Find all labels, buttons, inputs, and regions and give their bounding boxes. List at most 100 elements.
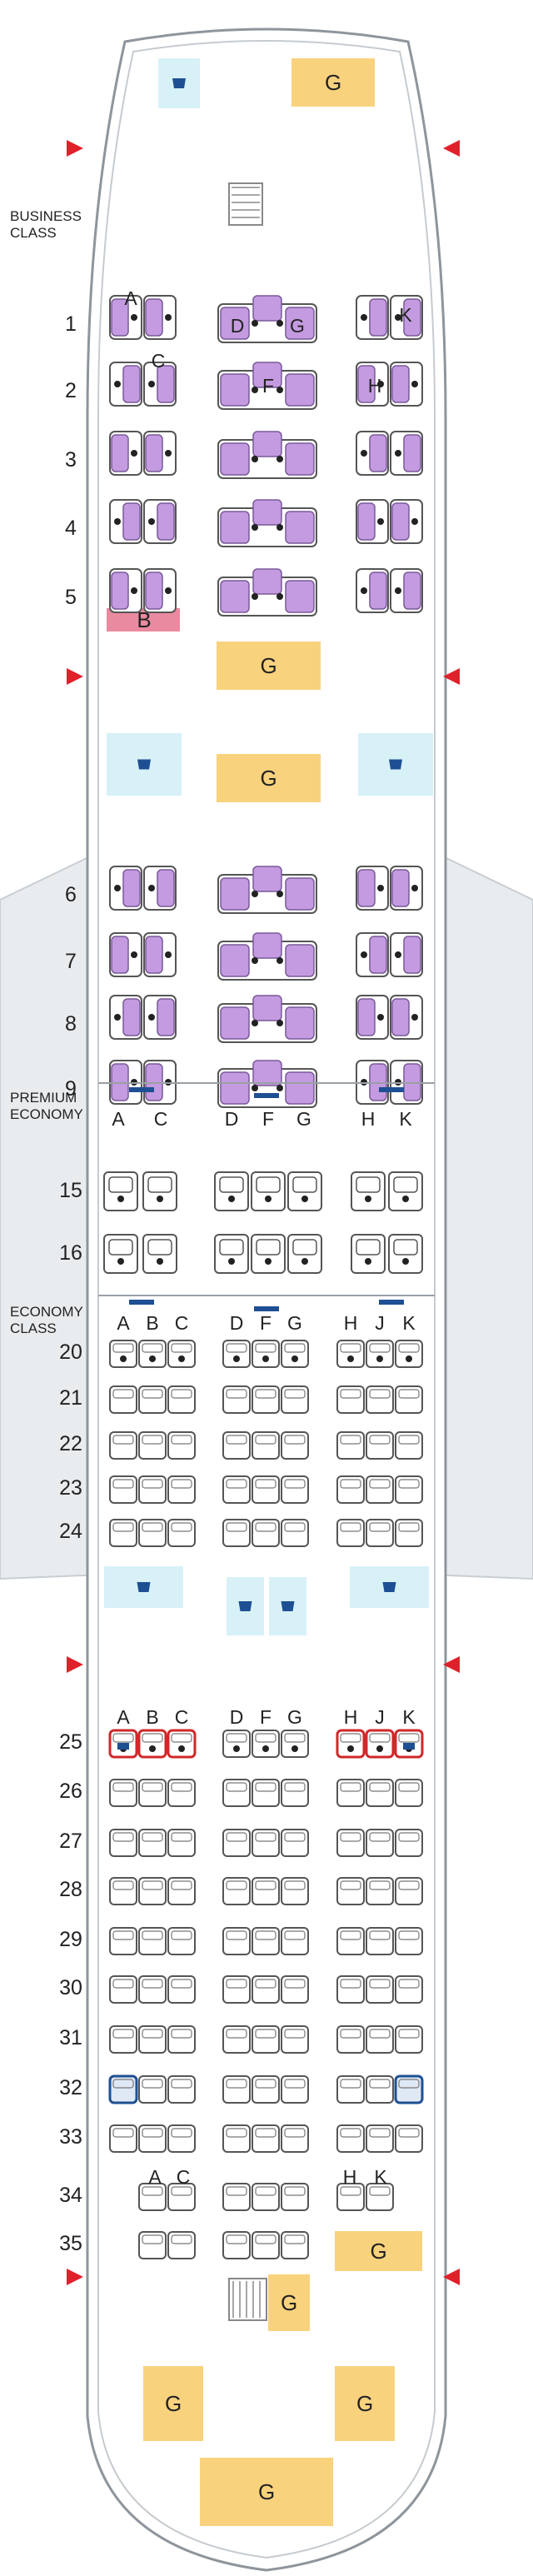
seat-economy-g[interactable] — [281, 1385, 309, 1414]
seat-premium-a[interactable] — [103, 1171, 138, 1211]
seat-economy-k[interactable] — [395, 1975, 423, 2004]
seat-economy-b[interactable] — [138, 2231, 167, 2259]
seat-economy-j[interactable] — [366, 1927, 394, 1955]
seat-economy-c[interactable] — [167, 1385, 196, 1414]
seat-business-right[interactable] — [369, 572, 387, 610]
seat-economy-g[interactable] — [281, 2231, 309, 2259]
seat-business-center-d[interactable] — [220, 877, 250, 911]
seat-economy-c[interactable] — [167, 2025, 196, 2054]
seat-economy-f[interactable] — [252, 1730, 280, 1758]
seat-economy-h[interactable] — [336, 1431, 365, 1460]
seat-economy-f[interactable] — [252, 1829, 280, 1857]
seat-business-center-center[interactable] — [252, 431, 282, 457]
seat-business-left-2[interactable] — [145, 936, 163, 974]
seat-economy-a[interactable] — [109, 2025, 137, 2054]
seat-business-right-2[interactable] — [403, 434, 421, 472]
seat-economy-b[interactable] — [138, 2124, 167, 2153]
seat-economy-f[interactable] — [252, 2124, 280, 2153]
seat-economy-d[interactable] — [222, 1927, 251, 1955]
seat-economy-j[interactable] — [366, 1385, 394, 1414]
seat-economy-k[interactable] — [394, 2074, 424, 2104]
seat-business-left-2[interactable] — [157, 869, 175, 907]
seat-business-left[interactable] — [122, 998, 141, 1036]
seat-economy-g[interactable] — [281, 1877, 309, 1905]
seat-economy-j[interactable] — [366, 1431, 394, 1460]
seat-economy-c[interactable] — [167, 2183, 196, 2211]
seat-premium-h[interactable] — [351, 1171, 386, 1211]
seat-premium-c[interactable] — [142, 1234, 177, 1274]
seat-economy-j[interactable] — [366, 2124, 394, 2153]
seat-premium-k[interactable] — [388, 1171, 423, 1211]
seat-economy-f[interactable] — [252, 1340, 280, 1368]
seat-economy-a[interactable] — [109, 1385, 137, 1414]
seat-business-center-d[interactable] — [220, 307, 250, 340]
seat-economy-a[interactable] — [109, 1829, 137, 1857]
seat-business-left-2[interactable] — [145, 572, 163, 610]
seat-business-right[interactable] — [357, 998, 376, 1036]
seat-business-right-2[interactable] — [391, 502, 410, 541]
seat-economy-h[interactable] — [336, 2124, 365, 2153]
seat-economy-c[interactable] — [167, 2231, 196, 2259]
seat-economy-f[interactable] — [252, 1779, 280, 1807]
seat-business-right[interactable] — [357, 365, 376, 403]
seat-business-left-2[interactable] — [157, 502, 175, 541]
seat-premium-g[interactable] — [287, 1171, 322, 1211]
seat-economy-j[interactable] — [366, 1975, 394, 2004]
seat-business-center-d[interactable] — [220, 944, 250, 977]
seat-premium-d[interactable] — [214, 1171, 249, 1211]
seat-economy-g[interactable] — [281, 2025, 309, 2054]
seat-premium-k[interactable] — [388, 1234, 423, 1274]
seat-economy-b[interactable] — [138, 1877, 167, 1905]
seat-economy-f[interactable] — [252, 1519, 280, 1547]
seat-economy-c[interactable] — [167, 1729, 197, 1759]
seat-economy-c[interactable] — [167, 1519, 196, 1547]
seat-economy-h[interactable] — [336, 2183, 365, 2211]
seat-economy-a[interactable] — [109, 1340, 137, 1368]
seat-economy-d[interactable] — [222, 1340, 251, 1368]
seat-economy-j[interactable] — [365, 1729, 395, 1759]
seat-economy-h[interactable] — [336, 1877, 365, 1905]
seat-economy-b[interactable] — [138, 2183, 167, 2211]
seat-business-right[interactable] — [369, 434, 387, 472]
seat-economy-k[interactable] — [395, 1385, 423, 1414]
seat-economy-a[interactable] — [109, 1877, 137, 1905]
seat-economy-h[interactable] — [336, 1475, 365, 1504]
seat-economy-c[interactable] — [167, 1975, 196, 2004]
seat-economy-h[interactable] — [336, 1779, 365, 1807]
seat-economy-c[interactable] — [167, 1779, 196, 1807]
seat-economy-g[interactable] — [281, 1475, 309, 1504]
seat-economy-d[interactable] — [222, 1475, 251, 1504]
seat-economy-h[interactable] — [336, 1340, 365, 1368]
seat-economy-g[interactable] — [281, 1927, 309, 1955]
seat-business-center-center[interactable] — [252, 499, 282, 526]
seat-business-right[interactable] — [357, 502, 376, 541]
seat-business-center-g[interactable] — [285, 1071, 315, 1105]
seat-economy-g[interactable] — [281, 1730, 309, 1758]
seat-business-center-g[interactable] — [285, 511, 315, 544]
seat-economy-k[interactable] — [395, 1340, 423, 1368]
seat-economy-j[interactable] — [366, 1519, 394, 1547]
seat-economy-k[interactable] — [395, 1431, 423, 1460]
seat-economy-b[interactable] — [138, 1475, 167, 1504]
seat-economy-f[interactable] — [252, 2025, 280, 2054]
seat-business-right-2[interactable] — [403, 572, 421, 610]
seat-economy-b[interactable] — [138, 1431, 167, 1460]
seat-economy-j[interactable] — [366, 2075, 394, 2104]
seat-economy-b[interactable] — [138, 1829, 167, 1857]
seat-economy-h[interactable] — [336, 1927, 365, 1955]
seat-economy-j[interactable] — [366, 2183, 394, 2211]
seat-business-center-d[interactable] — [220, 1071, 250, 1105]
seat-economy-d[interactable] — [222, 1829, 251, 1857]
seat-economy-d[interactable] — [222, 1431, 251, 1460]
seat-business-left[interactable] — [111, 434, 129, 472]
seat-economy-a[interactable] — [109, 1475, 137, 1504]
seat-business-right-2[interactable] — [403, 298, 421, 337]
seat-business-center-g[interactable] — [285, 580, 315, 613]
seat-economy-a[interactable] — [109, 1519, 137, 1547]
seat-economy-j[interactable] — [366, 1779, 394, 1807]
seat-economy-k[interactable] — [395, 1519, 423, 1547]
seat-business-center-center[interactable] — [252, 995, 282, 1021]
seat-economy-f[interactable] — [252, 1385, 280, 1414]
seat-business-center-d[interactable] — [220, 580, 250, 613]
seat-economy-d[interactable] — [222, 1730, 251, 1758]
